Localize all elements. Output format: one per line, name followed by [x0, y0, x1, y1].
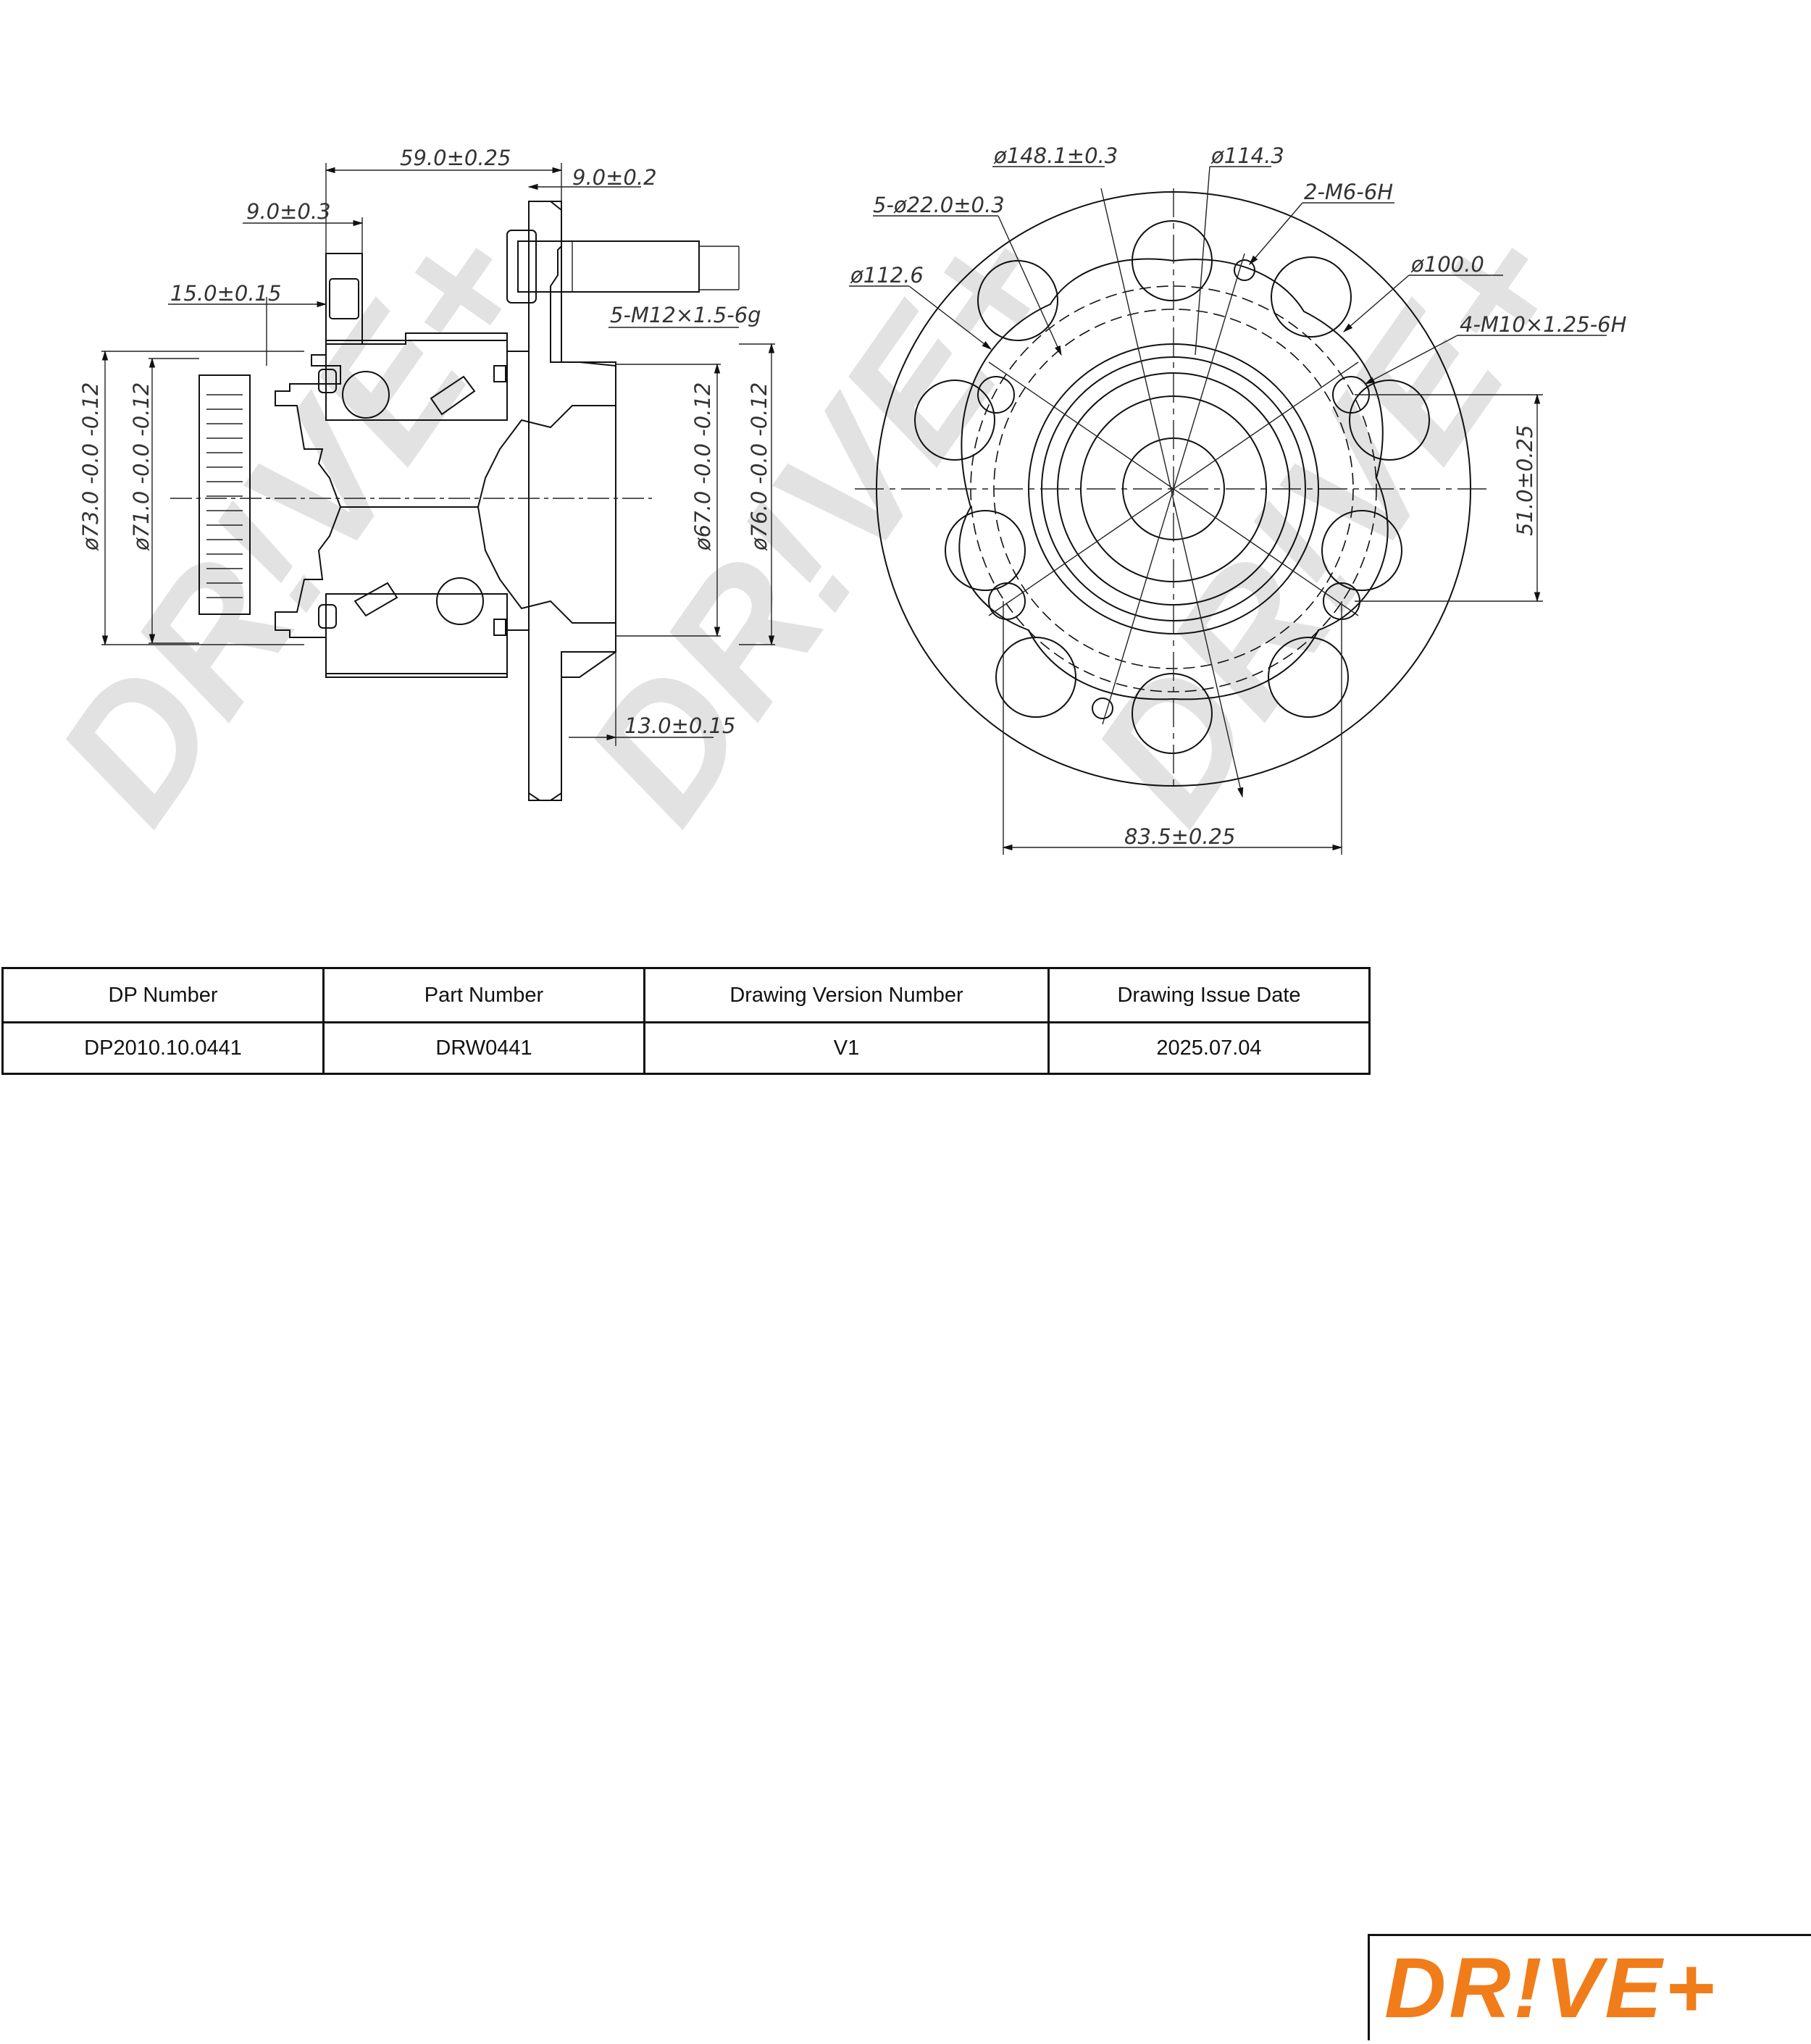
wheel-stud	[517, 240, 700, 293]
m6-hole-1	[1234, 259, 1255, 281]
bearing-ball-1	[342, 371, 390, 419]
dim-d67: ø67.0 -0.0 -0.12	[690, 382, 715, 551]
dim-d22: 5-ø22.0±0.3	[873, 193, 1005, 217]
dim-d51: 51.0±0.25	[1513, 425, 1537, 536]
dim-d112: ø112.6	[850, 263, 924, 288]
side-dimensions: 59.0±0.25 9.0±0.2 9.0±0.3 15.0±0.15 5-M1…	[78, 146, 775, 746]
abs-encoder-ring	[198, 374, 251, 615]
logo-text: DR!VE+	[1384, 1940, 1718, 2036]
dim-flange-thickness: 9.0±0.2	[572, 165, 657, 190]
dim-sensor-width: 9.0±0.3	[246, 199, 331, 224]
dim-stud-thread: 5-M12×1.5-6g	[610, 303, 761, 327]
sensor-block	[325, 253, 363, 345]
abs-teeth	[206, 394, 243, 598]
front-dimensions: ø148.1±0.3 ø114.3 2-M6-6H 5-ø22.0±0.3 ø1…	[849, 143, 1627, 855]
brand-logo: DR!VE+	[1368, 1934, 1811, 2040]
header-drawing-version: Drawing Version Number	[643, 967, 1050, 1023]
roller-upper	[430, 375, 476, 416]
title-block: DP Number Part Number Drawing Version Nu…	[0, 967, 1811, 2040]
dim-d114: ø114.3	[1210, 143, 1284, 168]
dim-d76: ø76.0 -0.0 -0.12	[747, 382, 771, 551]
header-issue-date: Drawing Issue Date	[1047, 967, 1371, 1023]
wheel-flange	[528, 201, 616, 801]
dim-width-total: 59.0±0.25	[400, 146, 511, 170]
hub-section-upper	[275, 201, 616, 508]
outer-ring-upper	[325, 340, 508, 421]
side-view: 59.0±0.25 9.0±0.2 9.0±0.3 15.0±0.15 5-M1…	[78, 146, 775, 801]
dim-m6: 2-M6-6H	[1304, 180, 1393, 204]
value-issue-date: 2025.07.04	[1047, 1021, 1371, 1075]
wheel-bolt-holes	[914, 220, 1430, 754]
m6-hole-2	[1092, 698, 1113, 719]
dim-flange-offset: 13.0±0.15	[624, 713, 735, 738]
header-part-number: Part Number	[322, 967, 645, 1023]
dim-d148: ø148.1±0.3	[993, 143, 1118, 168]
dim-d71: ø71.0 -0.0 -0.12	[129, 382, 154, 551]
dim-d100: ø100.0	[1410, 252, 1484, 277]
header-dp-number: DP Number	[1, 967, 325, 1023]
dim-m10: 4-M10×1.25-6H	[1460, 312, 1627, 337]
outer-ring-lower	[325, 593, 508, 674]
dim-sensor-offset: 15.0±0.15	[170, 281, 281, 306]
dim-d73: ø73.0 -0.0 -0.12	[78, 382, 103, 551]
technical-drawing: DR!VE+ DR!VE+ DR!VE+	[18, 143, 1627, 855]
value-drawing-version: V1	[643, 1021, 1050, 1075]
roller-lower	[354, 582, 398, 617]
value-part-number: DRW0441	[322, 1021, 645, 1075]
value-dp-number: DP2010.10.0441	[1, 1021, 325, 1075]
front-view: ø148.1±0.3 ø114.3 2-M6-6H 5-ø22.0±0.3 ø1…	[849, 143, 1627, 855]
bearing-ball-2	[436, 577, 484, 625]
dim-d83: 83.5±0.25	[1124, 824, 1235, 849]
